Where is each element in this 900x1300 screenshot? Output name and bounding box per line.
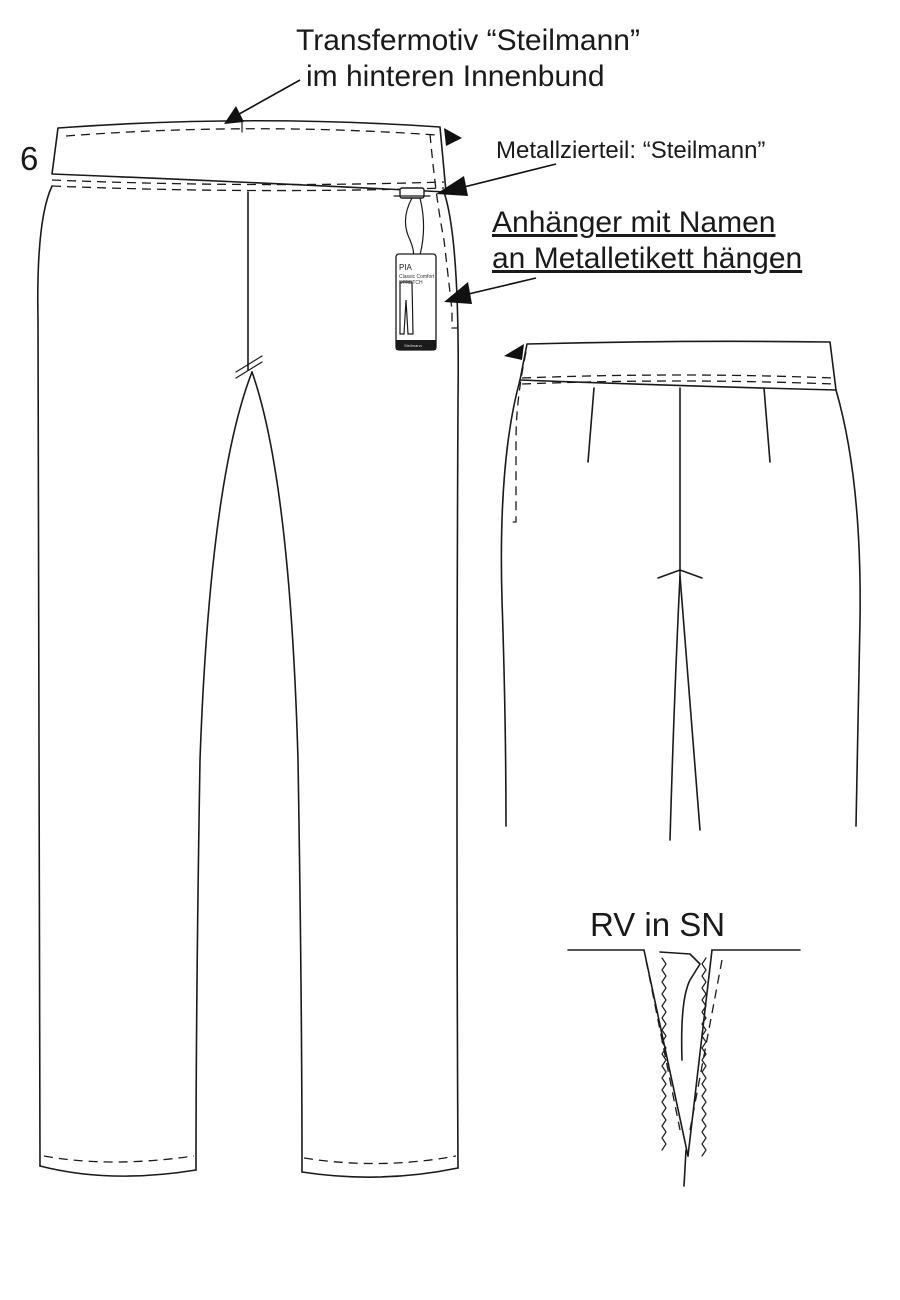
arrowhead-metal-trim xyxy=(436,176,468,196)
front-right-hem-stitch xyxy=(303,1155,457,1165)
leader-hangtag xyxy=(444,277,537,304)
hangtag-mini-trousers xyxy=(399,281,414,335)
front-right-outseam xyxy=(443,191,460,1169)
back-waistband-stitch-1 xyxy=(521,374,835,379)
zipper-outer-left xyxy=(643,949,689,1157)
front-right-inseam xyxy=(251,371,303,1173)
front-left-outseam xyxy=(36,185,53,1167)
zipper-teeth-right xyxy=(701,957,707,1157)
hangtag-footer: Steilmann xyxy=(404,343,422,348)
back-left-inseam xyxy=(669,575,681,841)
back-crotch-mark xyxy=(657,569,703,579)
front-left-hem xyxy=(39,1165,197,1177)
zipper-pull xyxy=(659,951,701,1061)
hangtag-line-2: STRETCH xyxy=(399,280,423,286)
arrowhead-waist-corner xyxy=(444,128,462,146)
hangtag-brand: PIA xyxy=(399,263,413,272)
front-left-hem-stitch xyxy=(43,1155,195,1163)
arrowhead-back-corner xyxy=(504,344,524,360)
zipper-tail xyxy=(683,1149,687,1187)
leader-waist-corner xyxy=(444,128,462,146)
leader-back-corner xyxy=(504,344,524,360)
hangtag-string xyxy=(404,197,425,263)
zipper-detail xyxy=(567,949,801,1187)
transfer-motif-label-2: im hinteren Innenbund xyxy=(306,60,605,93)
crotch-mark-1 xyxy=(235,355,263,373)
back-right-inseam xyxy=(679,575,701,831)
front-right-hem xyxy=(301,1167,459,1178)
arrowhead-hangtag xyxy=(444,282,472,304)
back-dart-right xyxy=(763,387,771,463)
back-right-side-seam xyxy=(835,389,861,827)
back-left-side-seam xyxy=(500,379,521,827)
front-fly-stitch xyxy=(429,133,458,329)
hangtag-note-label-2: an Metalletikett hängen xyxy=(492,242,802,275)
metal-trim-label: Metallzierteil: “Steilmann” xyxy=(496,137,765,164)
leader-transfer xyxy=(224,79,301,124)
front-left-inseam xyxy=(195,371,253,1171)
hangtag: PIA Classic Comfort STRETCH Steilmann xyxy=(395,253,437,351)
front-waistband-top-stitch xyxy=(65,128,437,137)
back-view xyxy=(500,340,861,841)
leader-metal-trim xyxy=(436,163,557,196)
back-dart-left xyxy=(587,387,595,463)
front-view: PIA Classic Comfort STRETCH Steilmann xyxy=(36,119,460,1178)
hangtag-line-1: Classic Comfort xyxy=(399,274,435,280)
hangtag-note-label-1: Anhänger mit Namen xyxy=(492,206,775,239)
hangtag-footer-bar xyxy=(396,340,436,350)
crotch-mark-2 xyxy=(235,361,263,379)
page-number: 6 xyxy=(20,140,38,177)
front-waistband-stitch-1 xyxy=(51,179,445,186)
transfer-motif-label-1: Transfermotiv “Steilmann” xyxy=(296,24,640,57)
back-waistband-stitch-2 xyxy=(521,380,835,385)
front-waistband-stitch-2 xyxy=(51,185,445,192)
zipper-outer-right xyxy=(687,949,713,1157)
arrowhead-transfer xyxy=(224,106,244,124)
zipper-teeth-left xyxy=(661,957,667,1151)
zipper-detail-label: RV in SN xyxy=(590,906,725,943)
